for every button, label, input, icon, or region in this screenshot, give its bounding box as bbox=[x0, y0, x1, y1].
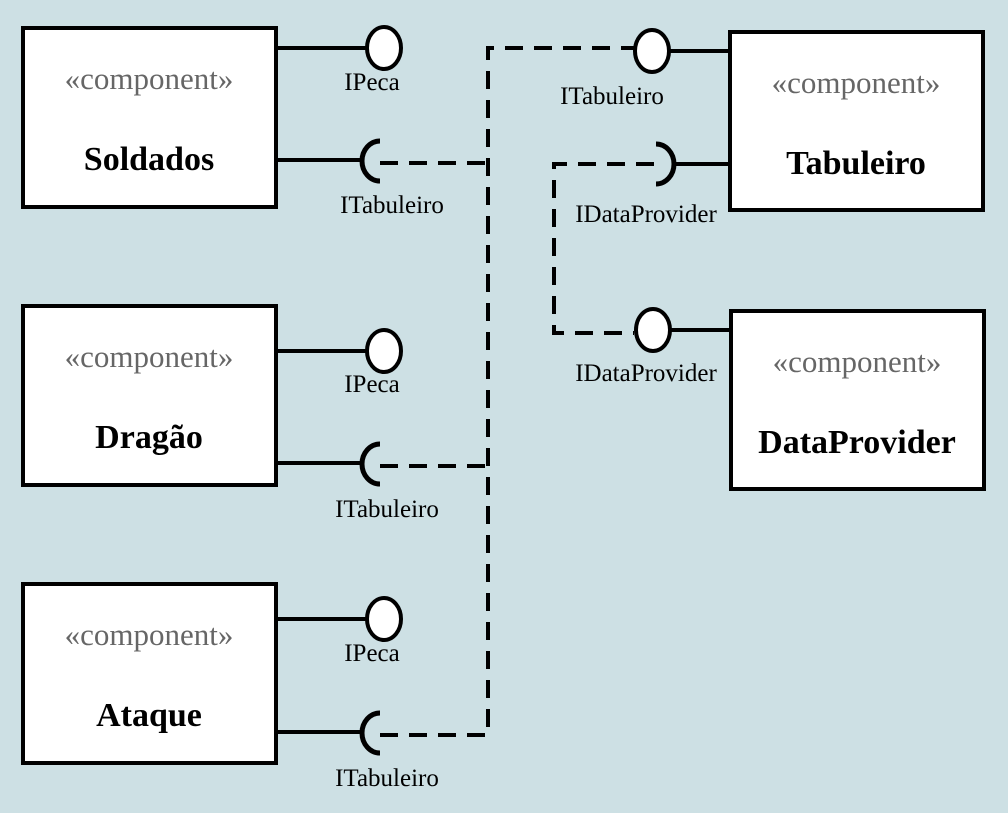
required-interface-label: IDataProvider bbox=[575, 201, 717, 228]
component-box bbox=[21, 304, 278, 487]
component-dataprovider[interactable]: «component» DataProvider IDataProvider bbox=[575, 307, 986, 491]
provided-interface-label: IPeca bbox=[344, 640, 400, 667]
component-stereotype: «component» bbox=[65, 61, 234, 96]
required-interface-socket-icon bbox=[359, 138, 381, 184]
component-soldados[interactable]: «component» Soldados IPeca ITabuleiro bbox=[21, 25, 444, 219]
component-name: Dragão bbox=[95, 419, 203, 456]
component-stereotype: «component» bbox=[65, 339, 234, 374]
component-name: Soldados bbox=[84, 141, 214, 178]
required-interface-socket-icon bbox=[655, 141, 677, 187]
required-interface-label: ITabuleiro bbox=[335, 496, 439, 523]
component-ataque[interactable]: «component» Ataque IPeca ITabuleiro bbox=[21, 582, 439, 792]
required-interface-label: ITabuleiro bbox=[335, 765, 439, 792]
provided-interface-lollipop-icon bbox=[633, 28, 671, 74]
component-box bbox=[21, 26, 278, 209]
component-box bbox=[21, 582, 278, 765]
component-dragao[interactable]: «component» Dragão IPeca ITabuleiro bbox=[21, 304, 439, 523]
required-interface-label: ITabuleiro bbox=[340, 192, 444, 219]
provided-interface-label: IPeca bbox=[344, 69, 400, 96]
dependency-itabuleiro-connector bbox=[380, 46, 634, 737]
provided-interface-lollipop-icon bbox=[365, 596, 403, 642]
component-name: DataProvider bbox=[758, 424, 956, 461]
component-stereotype: «component» bbox=[773, 344, 942, 379]
required-interface-socket-icon bbox=[359, 441, 381, 487]
component-name: Tabuleiro bbox=[786, 145, 926, 182]
component-name: Ataque bbox=[96, 697, 202, 734]
provided-interface-lollipop-icon bbox=[634, 307, 672, 353]
dependency-idataprovider-connector bbox=[552, 162, 654, 335]
provided-interface-label: IDataProvider bbox=[575, 360, 717, 387]
provided-interface-label: IPeca bbox=[344, 371, 400, 398]
provided-interface-lollipop-icon bbox=[365, 25, 403, 71]
component-box bbox=[728, 30, 985, 212]
component-stereotype: «component» bbox=[772, 65, 941, 100]
provided-interface-label: ITabuleiro bbox=[560, 83, 664, 110]
component-stereotype: «component» bbox=[65, 617, 234, 652]
component-box bbox=[729, 309, 986, 491]
component-tabuleiro[interactable]: «component» Tabuleiro ITabuleiro IDataPr… bbox=[560, 28, 985, 228]
required-interface-socket-icon bbox=[359, 710, 381, 756]
dependency-connectors bbox=[380, 46, 654, 737]
provided-interface-lollipop-icon bbox=[365, 328, 403, 374]
